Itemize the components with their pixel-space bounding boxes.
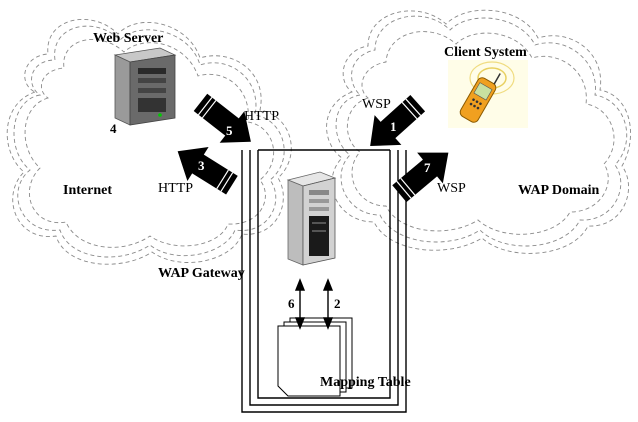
step-3-label: 3	[198, 158, 205, 173]
step-5-label: 5	[226, 123, 233, 138]
mapping-table-label: Mapping Table	[320, 375, 411, 390]
mapping-table-icon	[277, 317, 353, 397]
arrow-3	[177, 147, 238, 195]
gateway-lines	[241, 149, 407, 413]
step-4-label: 4	[110, 121, 117, 136]
arrow-7	[392, 152, 449, 203]
wsp-label-bottom: WSP	[437, 181, 466, 196]
client-phone-icon	[448, 60, 528, 128]
internet-label: Internet	[63, 183, 112, 198]
wap-domain-cloud	[326, 9, 631, 254]
client-system-label: Client System	[444, 45, 527, 60]
step-6-label: 6	[288, 296, 295, 311]
web-server-icon	[113, 47, 177, 126]
wap-domain-label: WAP Domain	[518, 183, 600, 198]
arrow-5	[193, 93, 251, 143]
step-7-label: 7	[424, 160, 431, 175]
http-label-top: HTTP	[244, 109, 279, 124]
arrow-1	[370, 95, 426, 147]
gateway-server-icon	[286, 171, 337, 266]
web-server-label: Web Server	[93, 31, 163, 46]
http-label-bottom: HTTP	[158, 181, 193, 196]
arrows-6-2	[294, 278, 334, 330]
internet-cloud	[6, 19, 292, 265]
step-2-label: 2	[334, 296, 341, 311]
step-1-label: 1	[390, 119, 397, 134]
wap-gateway-label: WAP Gateway	[158, 266, 245, 281]
wsp-label-top: WSP	[362, 97, 391, 112]
